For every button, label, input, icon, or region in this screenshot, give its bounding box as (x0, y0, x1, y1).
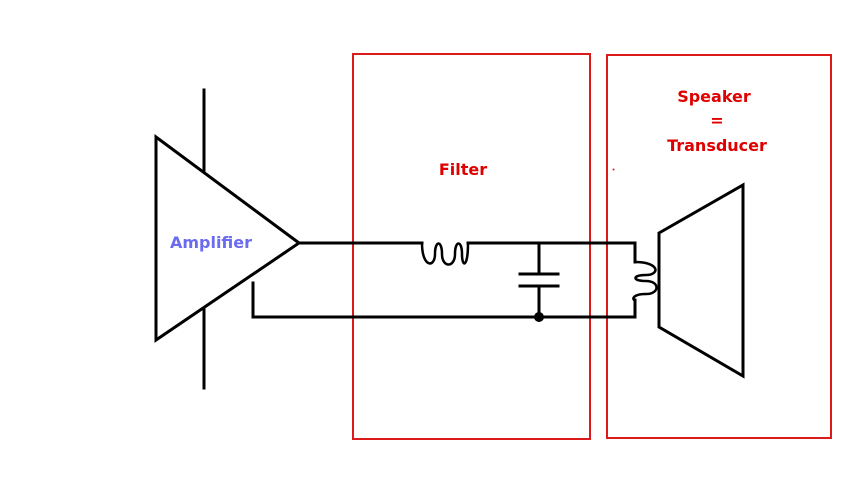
speaker-cone-symbol (657, 182, 745, 379)
speaker-label-line1: Speaker (677, 87, 751, 106)
speaker-voice-coil (632, 260, 658, 302)
stray-mark (612, 168, 615, 171)
speaker-label-line3: Transducer (667, 136, 767, 155)
filter-label: Filter (439, 160, 487, 179)
speaker-block (606, 54, 832, 439)
filter-block (352, 53, 591, 440)
series-inductor (420, 242, 470, 266)
amplifier-label: Amplifier (170, 233, 252, 252)
speaker-label-line2: = (710, 111, 723, 130)
amplifier-symbol (154, 134, 302, 343)
return-wire (251, 281, 637, 319)
